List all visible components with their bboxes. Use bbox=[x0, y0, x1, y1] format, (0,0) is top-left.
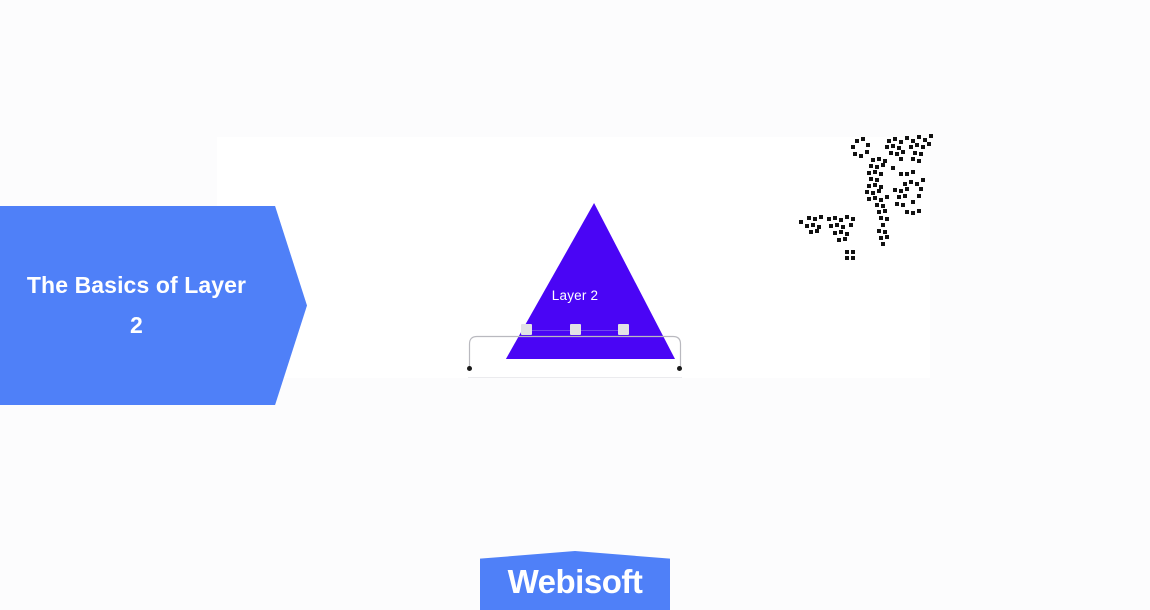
page-title: The Basics of Layer 2 bbox=[26, 271, 247, 338]
pyramid-label: Layer 2 bbox=[551, 288, 599, 303]
bracket-dot-right bbox=[677, 366, 682, 371]
title-banner: The Basics of Layer 2 bbox=[0, 206, 307, 405]
node-square-2[interactable] bbox=[569, 324, 581, 335]
node-square-3[interactable] bbox=[618, 324, 629, 335]
halftone-dot-cluster-icon bbox=[799, 134, 933, 260]
brand-logo-text: Webisoft bbox=[507, 563, 643, 600]
pyramid-baseline bbox=[468, 377, 682, 378]
brand-logo[interactable]: Webisoft bbox=[480, 551, 670, 610]
bracket-dot-left bbox=[467, 366, 472, 371]
node-row bbox=[521, 324, 629, 336]
pyramid-bracket-icon bbox=[468, 335, 682, 369]
pyramid-diagram: Layer 2 bbox=[466, 200, 684, 378]
node-square-1[interactable] bbox=[521, 324, 532, 335]
